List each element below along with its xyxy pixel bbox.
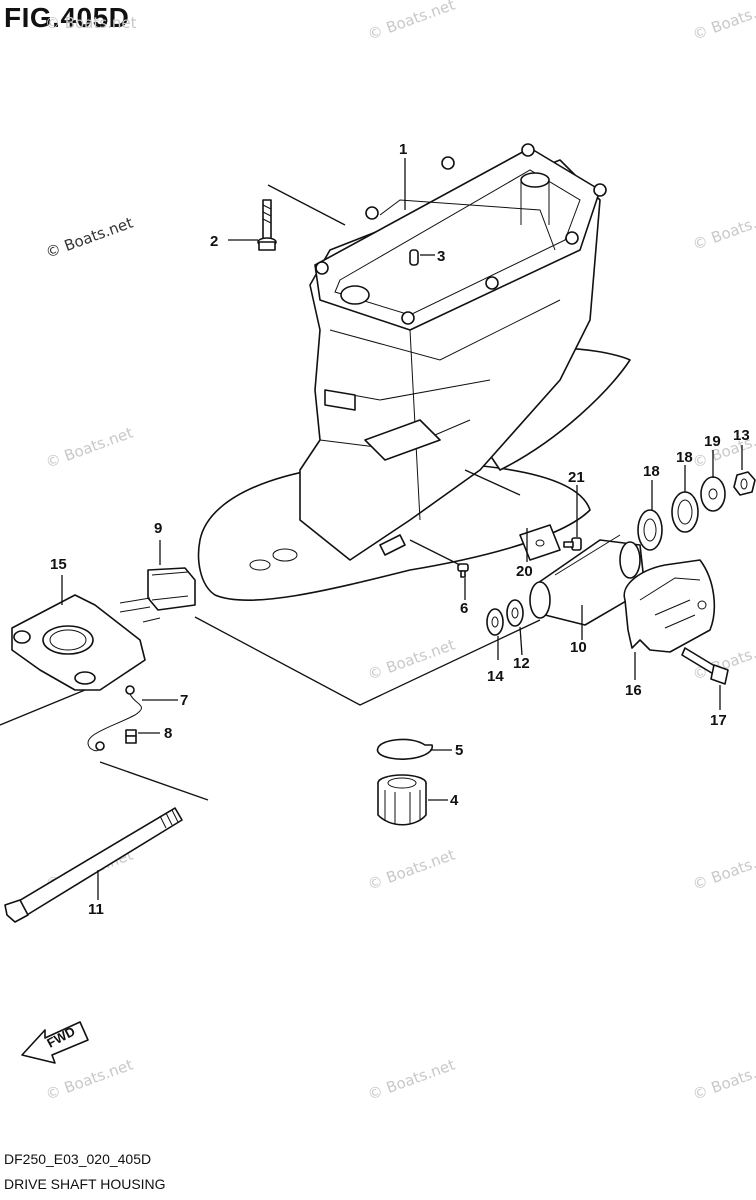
dowel-pin-part-3 <box>409 249 419 266</box>
watermark: © Boats.net <box>43 1056 135 1104</box>
callout-4: 4 <box>450 792 459 809</box>
callout-labels: 1 2 3 4 5 6 7 8 9 10 11 12 13 14 15 16 1… <box>50 141 750 918</box>
washer-part-18b <box>671 491 699 533</box>
callout-1: 1 <box>399 141 407 158</box>
callout-9: 9 <box>154 520 162 537</box>
watermark: © Boats.net <box>45 14 137 32</box>
callout-6: 6 <box>460 600 468 617</box>
callout-8: 8 <box>164 725 172 742</box>
clamp-bracket-part-15 <box>11 594 146 691</box>
callout-11: 11 <box>88 901 104 918</box>
callout-3: 3 <box>437 248 445 265</box>
watermark: © Boats.net <box>690 1056 756 1104</box>
callout-18a: 18 <box>643 463 660 480</box>
washer-part-18a <box>637 509 663 551</box>
bolt-part-21 <box>563 537 582 551</box>
callout-13: 13 <box>733 427 750 444</box>
callout-17: 17 <box>710 712 727 729</box>
watermark: © Boats.net <box>690 206 756 254</box>
watermark: © Boats.net <box>43 424 135 472</box>
washer-part-12 <box>506 599 524 627</box>
drive-shaft-housing <box>197 143 631 601</box>
callout-14: 14 <box>487 668 504 685</box>
mount-cover-part-16 <box>623 559 716 653</box>
callout-18b: 18 <box>676 449 693 466</box>
bolt-part-2 <box>257 199 277 251</box>
diagram-caption: DRIVE SHAFT HOUSING <box>4 1176 166 1192</box>
callout-2: 2 <box>210 233 218 250</box>
callout-19: 19 <box>704 433 721 450</box>
watermark: © Boats.net <box>690 0 756 44</box>
watermark: © Boats.net <box>365 0 457 44</box>
callout-5: 5 <box>455 742 463 759</box>
callout-12: 12 <box>513 655 530 672</box>
washer-part-14 <box>486 608 504 636</box>
diagram-code: DF250_E03_020_405D <box>4 1151 152 1167</box>
nut-part-13 <box>733 471 756 496</box>
mount-part-10 <box>529 534 646 626</box>
collar-part-4 <box>377 774 427 826</box>
callout-7: 7 <box>180 692 188 709</box>
stud-part-11 <box>4 807 183 923</box>
fwd-arrow: FWD <box>21 1021 89 1064</box>
watermark: © Boats.net <box>365 1056 457 1104</box>
watermark: © Boats.net <box>365 636 457 684</box>
circlip-part-5 <box>376 738 433 760</box>
callout-10: 10 <box>570 639 587 656</box>
callout-16: 16 <box>625 682 642 699</box>
washer-part-19 <box>700 476 726 512</box>
watermark: © Boats.net <box>690 846 756 894</box>
plug-part-9 <box>119 567 196 623</box>
bolt-part-8 <box>125 729 137 744</box>
callout-20: 20 <box>516 563 533 580</box>
screw-part-6 <box>457 563 469 578</box>
figure-title: FIG.405D <box>4 2 130 33</box>
watermark: © Boats.net <box>43 214 135 262</box>
callout-21: 21 <box>568 469 585 486</box>
watermark: © Boats.net <box>365 846 457 894</box>
bolt-part-17 <box>681 647 729 685</box>
ground-wire-part-7 <box>87 685 142 752</box>
leader-lines <box>0 158 743 900</box>
callout-15: 15 <box>50 556 67 573</box>
